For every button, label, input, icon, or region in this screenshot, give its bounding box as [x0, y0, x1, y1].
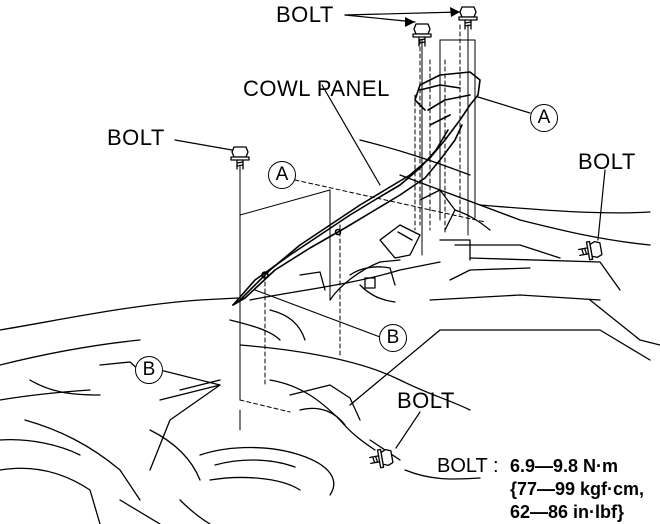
callout-a-left: A [268, 161, 296, 189]
bolt-label-right: BOLT [578, 149, 636, 174]
bolt-label-top: BOLT [276, 2, 334, 27]
dashed-reference-lines [239, 24, 486, 413]
torque-spec-key: BOLT : [437, 455, 499, 477]
callout-a-right: A [530, 104, 558, 132]
bolt-icon-right [578, 240, 603, 261]
leader-arrowheads [405, 7, 460, 27]
bolt-icon-top-left [412, 23, 432, 47]
vehicle-body-outline [0, 139, 660, 524]
bolt-icon-left [230, 146, 250, 170]
bolt-label-bottom: BOLT [397, 388, 455, 413]
cowl-panel-label: COWL PANEL [243, 76, 390, 101]
torque-spec-line3: 62—86 in·lbf} [510, 502, 625, 522]
bolt-icon-bottom [369, 448, 394, 469]
bolt-axis-lines [239, 24, 469, 431]
cowl-panel-part [232, 71, 481, 306]
leader-lines [159, 11, 606, 449]
bolt-icon-top-right [458, 6, 478, 30]
bolt-label-left: BOLT [107, 125, 165, 150]
callout-b-center: B [379, 324, 407, 352]
torque-spec-line2: {77—99 kgf·cm, [510, 479, 645, 499]
torque-spec-line1: 6.9—9.8 N·m [510, 456, 619, 476]
callout-b-left: B [135, 356, 163, 384]
